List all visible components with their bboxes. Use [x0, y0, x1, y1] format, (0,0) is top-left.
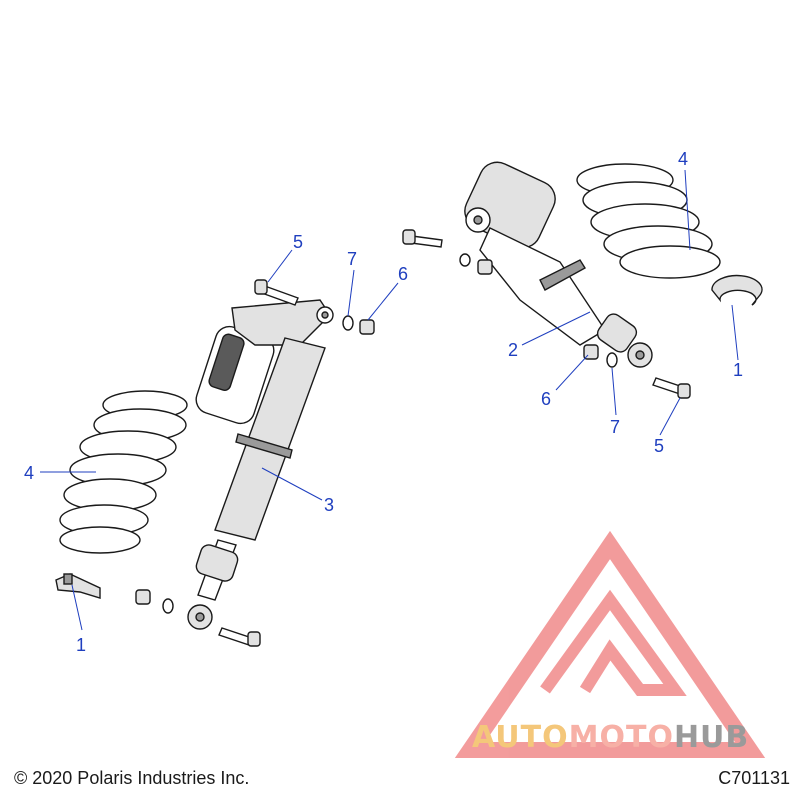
right-washer-lower: [606, 352, 618, 368]
callout-left-nut: 6: [398, 264, 408, 284]
watermark-logo: [454, 530, 766, 758]
right-spring-clip: [711, 274, 763, 306]
left-washer-lower: [162, 598, 174, 614]
right-spring: [576, 163, 721, 279]
right-washer-upper: [459, 253, 471, 267]
callout-right-washer: 7: [610, 417, 620, 437]
leader-lines: [40, 169, 739, 631]
callout-right-nut: 6: [541, 389, 551, 409]
copyright-notice: © 2020 Polaris Industries Inc.: [14, 768, 250, 788]
watermark-brand-text: AUTOMOTOHUB: [472, 720, 749, 755]
left-spring-clip: [55, 573, 101, 599]
brand-part3: HUB: [673, 720, 750, 755]
brand-part1: AUTO: [472, 720, 569, 755]
callout-left-spring: 4: [24, 463, 34, 483]
left-bolt-lower: [218, 627, 261, 647]
right-bolt-lower: [652, 377, 691, 399]
callout-right-bolt: 5: [654, 436, 664, 456]
callout-labels: 5 7 6 3 4 1 2 4 1 6 7 5: [24, 149, 743, 655]
callout-right-spring-clip: 1: [733, 360, 743, 380]
callout-right-shock: 2: [508, 340, 518, 360]
callout-left-shock: 3: [324, 495, 334, 515]
callout-left-washer: 7: [347, 249, 357, 269]
left-washer-upper: [342, 315, 354, 331]
callout-left-spring-clip: 1: [76, 635, 86, 655]
left-nut-lower: [135, 589, 151, 605]
right-nut-upper: [477, 259, 493, 275]
left-nut-upper: [359, 319, 375, 335]
left-bolt-upper: [254, 279, 299, 306]
callout-left-bolt: 5: [293, 232, 303, 252]
callout-right-spring: 4: [678, 149, 688, 169]
drawing-code: C701131: [718, 768, 790, 788]
left-spring: [59, 390, 188, 554]
brand-part2: MOTO: [568, 720, 674, 755]
left-shock-absorber: [187, 299, 334, 630]
right-shock-absorber: [464, 161, 653, 368]
right-bolt-upper: [402, 229, 443, 248]
